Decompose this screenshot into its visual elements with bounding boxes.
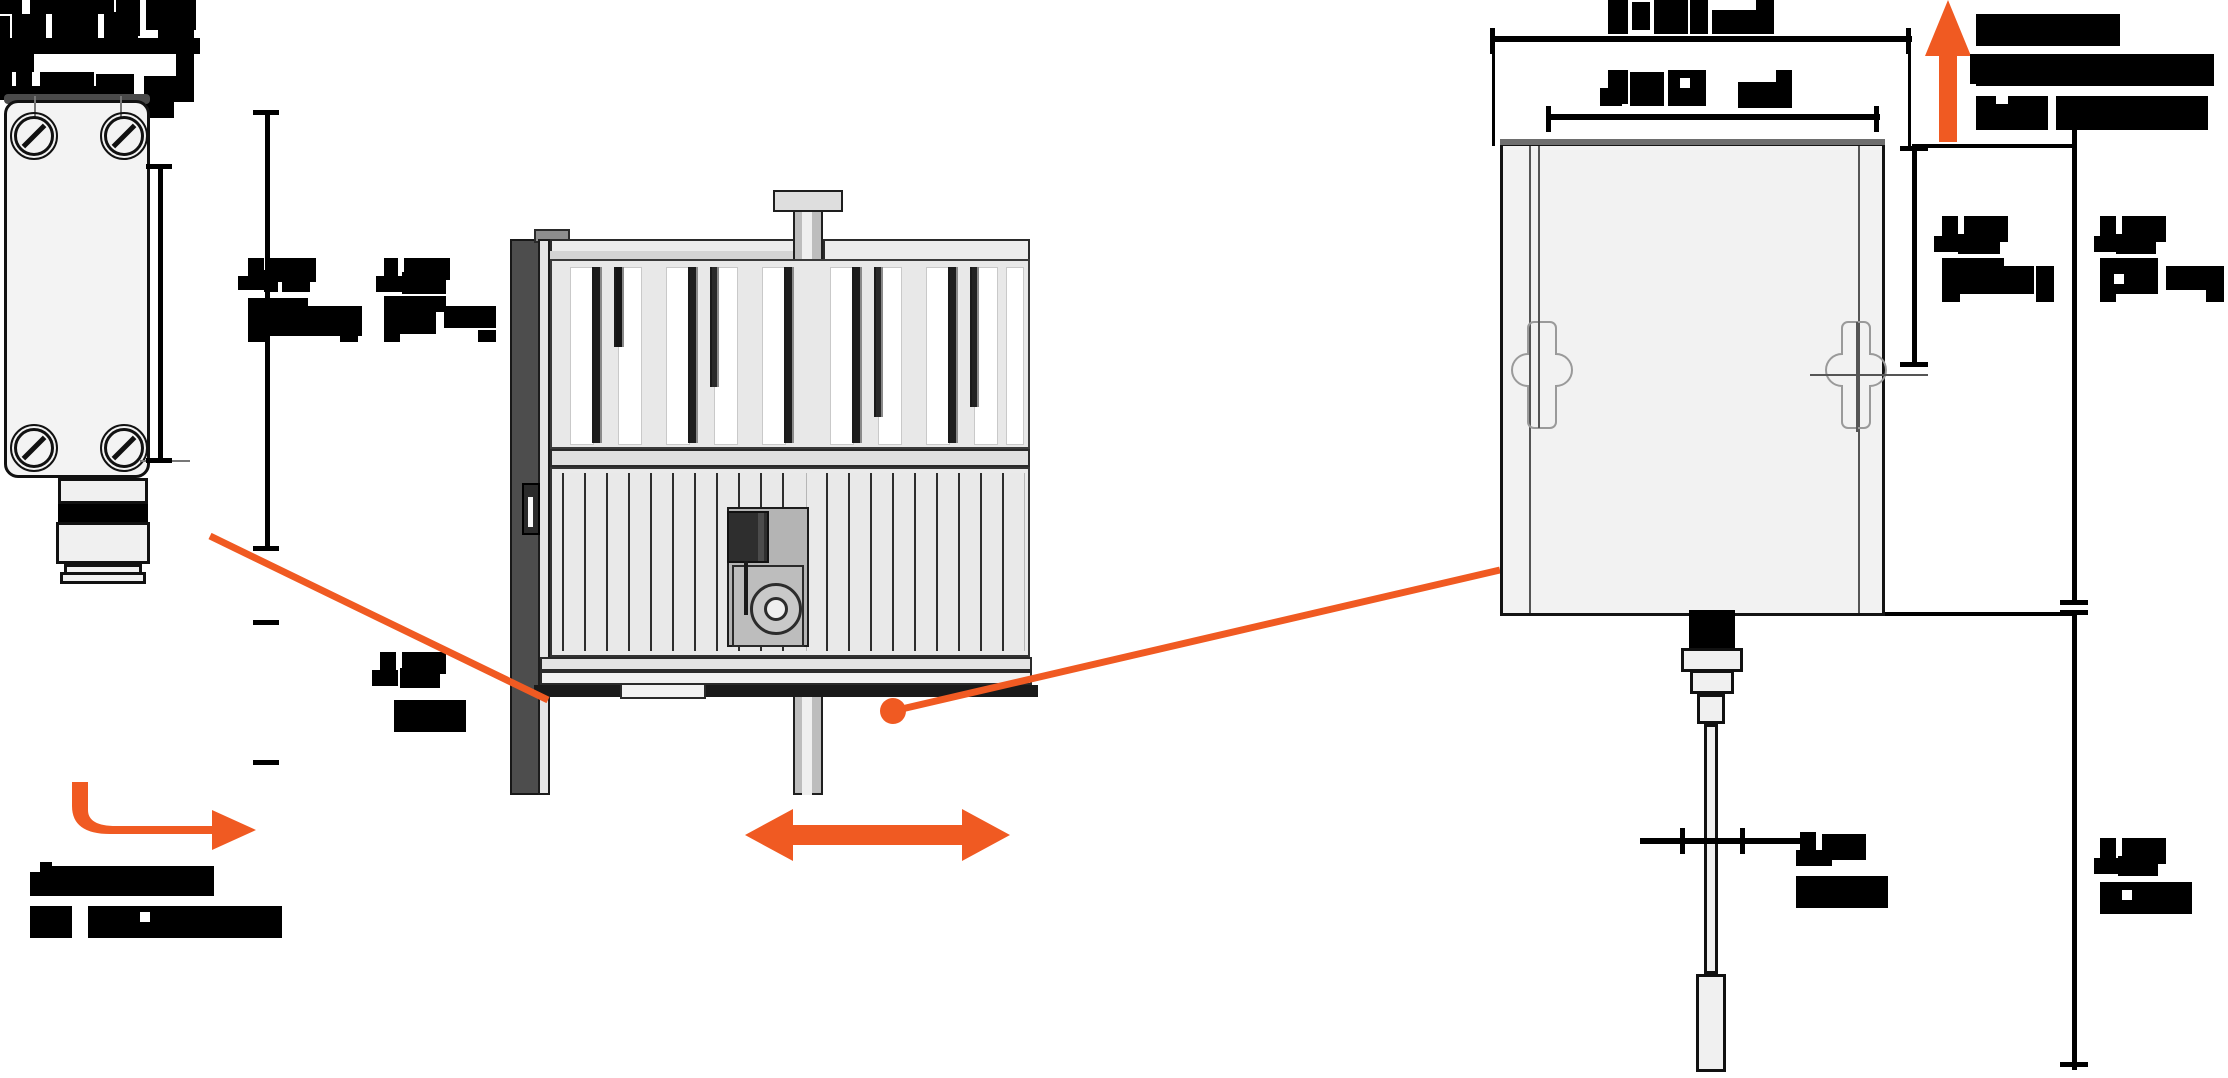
dim-tick-right-outer-height-bottom	[2060, 600, 2088, 605]
antenna-orientation-arrow	[1925, 0, 1971, 142]
screw-top-right	[104, 116, 144, 156]
ext-line-right-enclosure-top	[1912, 144, 2076, 148]
cable-entry-arrow	[72, 782, 256, 850]
dim-tick-gland-bottom	[253, 760, 279, 765]
dim-tick-left-inner-top	[146, 164, 172, 169]
screw-bottom-right	[104, 428, 144, 468]
dim-tick-antenna-dia-right	[1740, 828, 1745, 854]
ext-line-right-outer-right	[1908, 40, 1911, 146]
dim-right-outer-height-line	[2072, 104, 2077, 604]
antenna-tip-cap	[1696, 974, 1726, 1072]
dim-tick-right-inner-left	[1546, 106, 1551, 132]
dim-antenna-length-line	[2072, 610, 2077, 1070]
antenna-connector-nut	[1681, 648, 1743, 672]
right-enclosure-left-seam	[1529, 146, 1531, 613]
left-control-enclosure	[4, 100, 150, 478]
operator-control-head-seam	[758, 513, 764, 561]
ext-line-right-enclosure-bottom	[1885, 612, 2075, 616]
gland-band	[58, 504, 148, 522]
dim-tick-antenna-length-bottom	[2060, 1062, 2088, 1067]
right-control-enclosure	[1500, 143, 1885, 616]
antenna-connector-neck	[1697, 694, 1725, 724]
dim-antenna-diameter-line	[1640, 838, 1800, 844]
gate-top-rail-2	[550, 251, 1030, 259]
gland-cap	[60, 572, 146, 584]
dim-tick-right-inner-height-top	[1900, 146, 1928, 151]
edge-safety-sensor-led	[528, 497, 533, 527]
screw-ring-top-left	[10, 112, 58, 160]
antenna-base-connector	[1689, 610, 1735, 648]
centerline-vertical-left-slot	[1538, 146, 1540, 428]
dim-tick-right-inner-height-bottom	[1900, 362, 1928, 367]
right-enclosure-top-edge	[1500, 139, 1885, 145]
dim-tick-left-inner-bottom	[146, 458, 172, 463]
screw-ring-bottom-left	[10, 424, 58, 472]
centerline-horizontal-right-slot	[1810, 374, 1928, 376]
gland-nut	[56, 522, 150, 564]
antenna-connector-body	[1690, 670, 1734, 694]
gate-mid-rail	[550, 449, 1030, 467]
dim-tick-antenna-dia-left	[1680, 828, 1685, 854]
dim-tick-left-outer-bottom	[253, 546, 279, 551]
dim-right-inner-width-line	[1546, 114, 1880, 120]
dim-right-outer-width-line	[1490, 36, 1912, 42]
operator-cable	[744, 561, 748, 615]
dim-tick-left-outer-top	[253, 110, 279, 115]
left-enclosure-top-edge	[4, 94, 150, 104]
dim-left-inner-vertical	[158, 164, 163, 462]
dim-tick-right-inner-right	[1874, 106, 1879, 132]
screw-ring-top-right	[100, 112, 148, 160]
operator-drive-hub	[764, 597, 788, 621]
sliding-gate-assembly	[510, 190, 1510, 800]
gate-bottom-rail	[540, 657, 1032, 671]
screw-bottom-left	[14, 428, 54, 468]
mounting-slot-left-icon	[1511, 321, 1573, 429]
dim-right-inner-height-line	[1912, 146, 1917, 366]
antenna-rod	[1704, 724, 1718, 974]
screw-ring-bottom-right	[100, 424, 148, 472]
dim-tick-gland-top	[253, 620, 279, 625]
right-enclosure-right-seam	[1858, 146, 1860, 613]
screw-top-left	[14, 116, 54, 156]
ext-line-right-outer-left	[1492, 40, 1495, 146]
mounting-slot-right-icon	[1825, 321, 1887, 429]
gate-travel-arrow	[745, 809, 1010, 861]
gland-neck	[58, 478, 148, 504]
gate-roller-shoe	[620, 683, 706, 699]
centerline-vertical-right-slot	[1856, 322, 1858, 432]
